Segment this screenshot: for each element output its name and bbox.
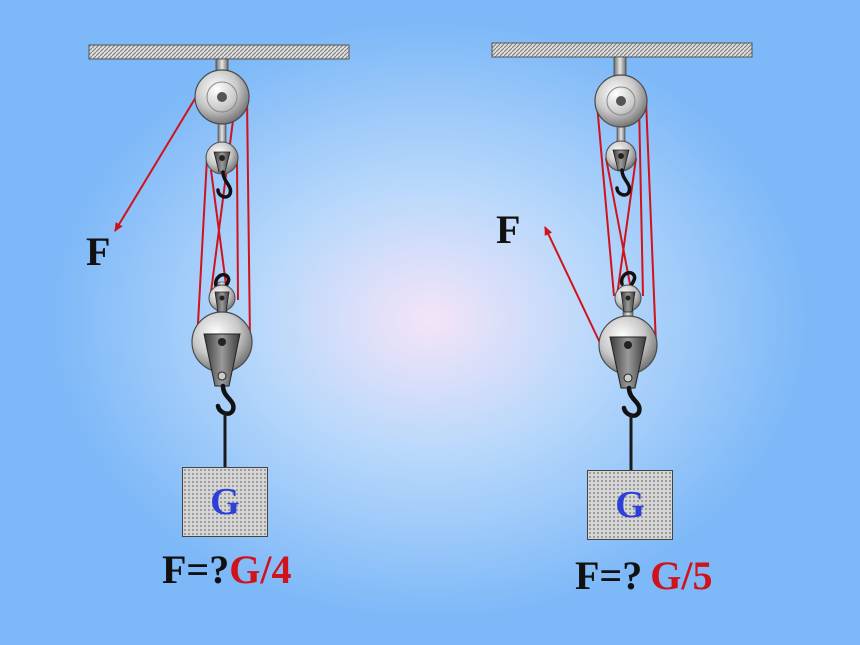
right-formula-answer: G/5 <box>650 553 713 598</box>
left-ceiling <box>88 44 350 60</box>
left-weight-block: G <box>182 467 268 537</box>
right-formula: F=?G/5 <box>575 552 712 599</box>
right-force-label: F <box>496 207 521 252</box>
left-formula: F=?G/4 <box>162 546 291 593</box>
right-big-lower-pulley <box>598 315 658 418</box>
left-pulley-system <box>88 44 350 468</box>
right-weight-label: G <box>615 484 645 526</box>
left-formula-answer: G/4 <box>229 547 292 592</box>
left-rope <box>114 96 251 343</box>
right-rope <box>544 99 657 346</box>
left-big-lower-pulley <box>191 311 253 416</box>
left-top-pulley <box>194 69 250 125</box>
left-formula-question: F=? <box>162 547 230 592</box>
left-weight-label: G <box>210 481 240 523</box>
right-small-upper-pulley <box>605 140 637 197</box>
right-small-lower-pulley <box>614 271 642 313</box>
right-pulley-system <box>491 42 753 470</box>
right-formula-question: F=? <box>575 553 643 598</box>
left-small-upper-pulley <box>205 141 239 199</box>
right-top-pulley <box>594 74 648 128</box>
left-small-lower-pulley <box>208 273 236 313</box>
right-weight-block: G <box>587 470 673 540</box>
right-ceiling <box>491 42 753 58</box>
left-force-label: F <box>86 229 111 274</box>
